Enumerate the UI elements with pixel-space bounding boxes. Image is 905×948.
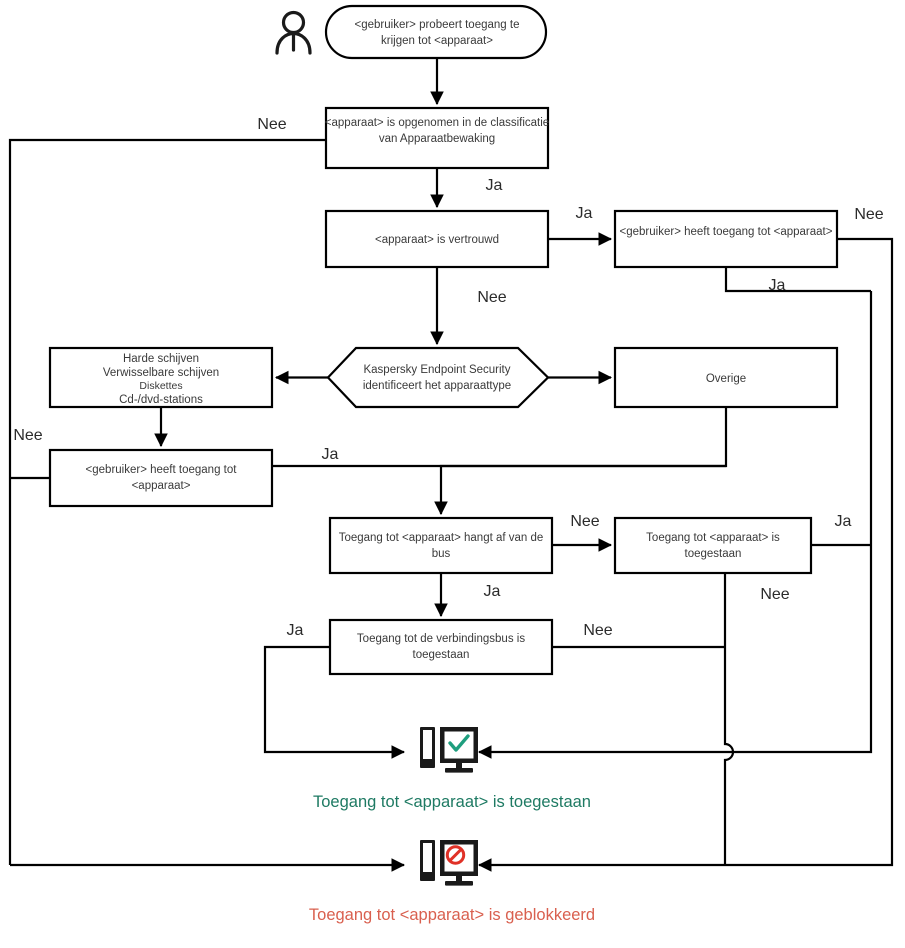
- monitor-check-icon: [420, 727, 478, 773]
- node-drive-types-line3: Diskettes: [139, 380, 182, 392]
- edge-label-user-access-device-yes: Ja: [322, 446, 339, 463]
- edge-label-user-access-device-no: Nee: [13, 427, 42, 444]
- edge-label-depends-on-bus-no: Nee: [570, 513, 599, 530]
- person-icon: [275, 10, 312, 55]
- node-depends-on-bus: [328, 516, 554, 575]
- node-other-line1: Overige: [706, 373, 746, 385]
- edge-classification-no: [8, 138, 326, 865]
- edge-bus-access-yes: [263, 645, 406, 759]
- node-user-access-device-line1: <gebruiker> heeft toegang tot: [86, 464, 238, 476]
- node-identify-line2: identificeert het apparaattype: [363, 380, 511, 392]
- node-drive-types-line2: Verwisselbare schijven: [103, 367, 219, 379]
- caption-access-allowed: Toegang tot <apparaat> is toegestaan: [313, 793, 591, 811]
- node-user-access-trusted-line1: <gebruiker> heeft toegang tot <apparaat>: [620, 226, 833, 238]
- node-device-access-allowed-line2: toegestaan: [685, 548, 742, 560]
- edge-allowed-rail-to-terminal: [477, 620, 873, 759]
- node-trusted: [324, 209, 550, 269]
- node-trusted-line1: <apparaat> is vertrouwd: [375, 234, 499, 246]
- edge-user-access-trusted-yes: [724, 267, 871, 293]
- node-bus-access-allowed-line1: Toegang tot de verbindingsbus is: [357, 633, 525, 645]
- node-drive-types-line4: Cd-/dvd-stations: [119, 394, 203, 406]
- node-bus-access-allowed: [328, 618, 554, 676]
- node-start-line2: krijgen tot <apparaat>: [381, 35, 493, 47]
- edge-label-device-access-allowed-no: Nee: [760, 586, 789, 603]
- edge-label-classification-yes: Ja: [486, 177, 503, 194]
- edge-label-trusted-no: Nee: [477, 289, 506, 306]
- node-start: [324, 4, 548, 60]
- node-bus-access-allowed-line2: toegestaan: [413, 649, 470, 661]
- edge-label-classification-no: Nee: [257, 116, 286, 133]
- edge-label-user-access-trusted-no: Nee: [854, 206, 883, 223]
- edge-user-access-trusted-no: [477, 237, 894, 872]
- edge-device-access-allowed-no: [723, 573, 735, 865]
- caption-access-blocked: Toegang tot <apparaat> is geblokkeerd: [309, 906, 595, 924]
- edge-label-device-access-allowed-yes: Ja: [835, 513, 852, 530]
- edge-label-depends-on-bus-yes: Ja: [484, 583, 501, 600]
- node-device-access-allowed: [613, 516, 813, 575]
- node-depends-on-bus-line2: bus: [432, 548, 451, 560]
- node-user-access-trusted: [613, 209, 839, 269]
- monitor-blocked-icon: [420, 840, 478, 886]
- node-classification-line2: van Apparaatbewaking: [379, 133, 495, 145]
- node-identify-line1: Kaspersky Endpoint Security: [363, 364, 510, 376]
- edge-label-bus-access-no: Nee: [583, 622, 612, 639]
- node-device-access-allowed-line1: Toegang tot <apparaat> is: [646, 532, 780, 544]
- edge-label-bus-access-yes: Ja: [287, 622, 304, 639]
- node-identify-device-type: [326, 346, 550, 409]
- edge-other-to-depends-on-bus: [434, 407, 728, 516]
- node-classification-line1: <apparaat> is opgenomen in de classifica…: [325, 117, 549, 129]
- node-start-line1: <gebruiker> probeert toegang te: [355, 19, 520, 31]
- node-depends-on-bus-line1: Toegang tot <apparaat> hangt af van de: [339, 532, 544, 544]
- node-user-access-device: [48, 448, 274, 508]
- edge-label-user-access-trusted-yes: Ja: [769, 277, 786, 294]
- node-drive-types-line1: Harde schijven: [123, 353, 199, 365]
- edge-label-trusted-yes: Ja: [576, 205, 593, 222]
- node-user-access-device-line2: <apparaat>: [132, 480, 191, 492]
